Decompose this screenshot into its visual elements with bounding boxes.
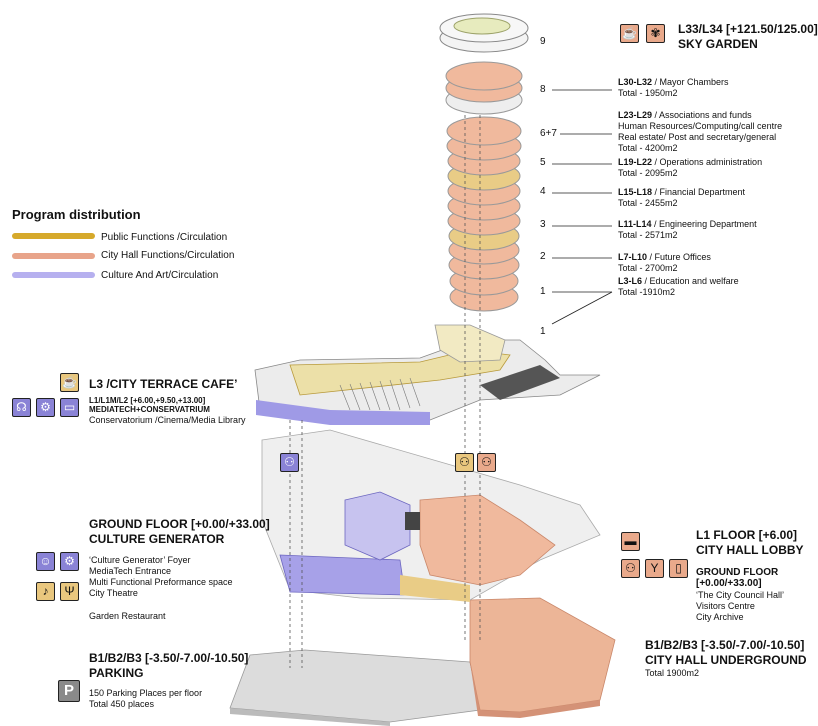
palm-tree-icon: ✾ [646,24,665,43]
level-desc: / Financial Department [652,187,746,197]
level-desc: / Operations administration [652,157,763,167]
floor-number-2: 2 [540,251,546,262]
lobby-line-1: ‘The City Council Hall’ [696,590,785,600]
meeting-icon: ⚇ [621,559,640,578]
ground-floor-slab [261,429,601,602]
coffee-cup-icon: ☕ [60,373,79,392]
coffee-cup-icon: ☕ [620,24,639,43]
podium-cafe-slab [254,324,601,425]
underground-subtitle: CITY HALL UNDERGROUND [645,653,807,667]
theatre-masks-icon: ☺ [36,552,55,571]
ground-title: GROUND FLOOR [+0.00/+33.00] [89,517,270,531]
floor-number-5: 5 [540,157,546,168]
legend-swatch-public [12,233,95,239]
cocktail-icon: Y [645,559,664,578]
leader-lines [551,89,613,325]
tower-level-2: L7-L10 / Future Offices [618,252,711,263]
floor-number-1: 1 [540,286,546,297]
level-range: L30-L32 [618,77,653,87]
floor-number-lower-1: 1 [540,326,546,337]
parking-icon: P [58,680,80,702]
tower-level-5-total: Total - 2095m2 [618,168,678,178]
legend-item-culture: Culture And Art/Circulation [101,270,219,281]
musician-icon: ♪ [36,582,55,601]
ground-line-4: City Theatre [89,588,138,598]
level-range: L19-L22 [618,157,653,167]
ground-restaurant: Garden Restaurant [89,611,166,621]
ground-line-3: Multi Functional Preformance space [89,577,233,587]
legend-swatch-cityhall [12,253,95,259]
lobby-ground-title: GROUND FLOOR [696,567,779,578]
terrace-line3: Conservatorium /Cinema/Media Library [89,415,246,425]
level-range: L7-L10 [618,252,648,262]
floor-number-4: 4 [540,186,546,197]
people-icon: ⚇ [280,453,299,472]
tower-floors [439,13,529,312]
parking-title: B1/B2/B3 [-3.50/-7.00/-10.50] [89,651,249,665]
terrace-title: L3 /CITY TERRACE CAFE’ [89,377,238,391]
tower-level-3-total: Total - 2571m2 [618,230,678,240]
tower-level-4: L15-L18 / Financial Department [618,187,745,198]
tower-level-6-7-extra-1: Human Resources/Computing/call centre [618,121,783,131]
tower-level-8-total: Total - 1950m2 [618,88,678,98]
level-desc: / Mayor Chambers [652,77,729,87]
ground-line-1: ‘Culture Generator’ Foyer [89,555,191,565]
underground-slab [229,597,616,726]
sky-garden-subtitle: SKY GARDEN [678,37,758,51]
film-camera-icon: ⚙ [60,552,79,571]
tower-level-1: L3-L6 / Education and welfare [618,276,739,287]
legend-swatch-culture [12,272,95,278]
legend-item-cityhall: City Hall Functions/Circulation [101,250,235,261]
lobby-ground-level: [+0.00/+33.00] [696,578,762,589]
level-range: L23-L29 [618,110,653,120]
parking-line1: 150 Parking Places per floor [89,688,203,698]
level-range: L3-L6 [618,276,643,286]
parking-subtitle: PARKING [89,666,144,680]
restaurant-icon: Ψ [60,582,79,601]
tower-level-3: L11-L14 / Engineering Department [618,219,757,230]
tower-level-6-7: L23-L29 / Associations and funds [618,110,752,121]
computer-icon: ▭ [60,398,79,417]
level-desc: / Education and welfare [642,276,739,286]
lobby-title: L1 FLOOR [+6.00] [696,528,798,542]
floor-number-6-7: 6+7 [540,128,557,139]
underground-title: B1/B2/B3 [-3.50/-7.00/-10.50] [645,638,805,652]
tower-level-8: L30-L32 / Mayor Chambers [618,77,729,88]
terrace-line1: L1/L1M/L2 [+6.00,+9.50,+13.00] [89,396,206,405]
legend-title: Program distribution [12,207,141,222]
lobby-subtitle: CITY HALL LOBBY [696,543,804,557]
circulation-lines [289,115,481,668]
headphones-icon: ☊ [12,398,31,417]
legend-item-public: Public Functions /Circulation [101,232,228,243]
level-desc: / Future Offices [647,252,711,262]
floor-number-3: 3 [540,219,546,230]
tower-level-4-total: Total - 2455m2 [618,198,678,208]
underground-total: Total 1900m2 [645,668,700,678]
sky-garden-title: L33/L34 [+121.50/125.00] [678,22,818,36]
tower-level-2-total: Total - 2700m2 [618,263,678,273]
level-range: L11-L14 [618,219,652,229]
tower-level-6-7-total: Total - 4200m2 [618,143,678,153]
tower-level-6-7-extra-2: Real estate/ Post and secretary/general [618,132,777,142]
ground-subtitle: CULTURE GENERATOR [89,532,225,546]
floor-number-8: 8 [540,84,546,95]
level-desc: / Associations and funds [652,110,752,120]
book-icon: ▯ [669,559,688,578]
lobby-line-2: Visitors Centre [696,601,755,611]
people-icon: ⚇ [455,453,474,472]
tower-level-5: L19-L22 / Operations administration [618,157,762,168]
film-camera-icon: ⚙ [36,398,55,417]
level-desc: / Engineering Department [651,219,757,229]
tower-level-1-total: Total -1910m2 [618,287,676,297]
reception-desk-icon: ▬ [621,532,640,551]
parking-line2: Total 450 places [89,699,155,709]
terrace-line2: MEDIATECH+CONSERVATRIUM [89,405,210,414]
floor-number-9: 9 [540,36,546,47]
level-range: L15-L18 [618,187,653,197]
lobby-line-3: City Archive [696,612,744,622]
ground-line-2: MediaTech Entrance [89,566,172,576]
people-icon: ⚇ [477,453,496,472]
